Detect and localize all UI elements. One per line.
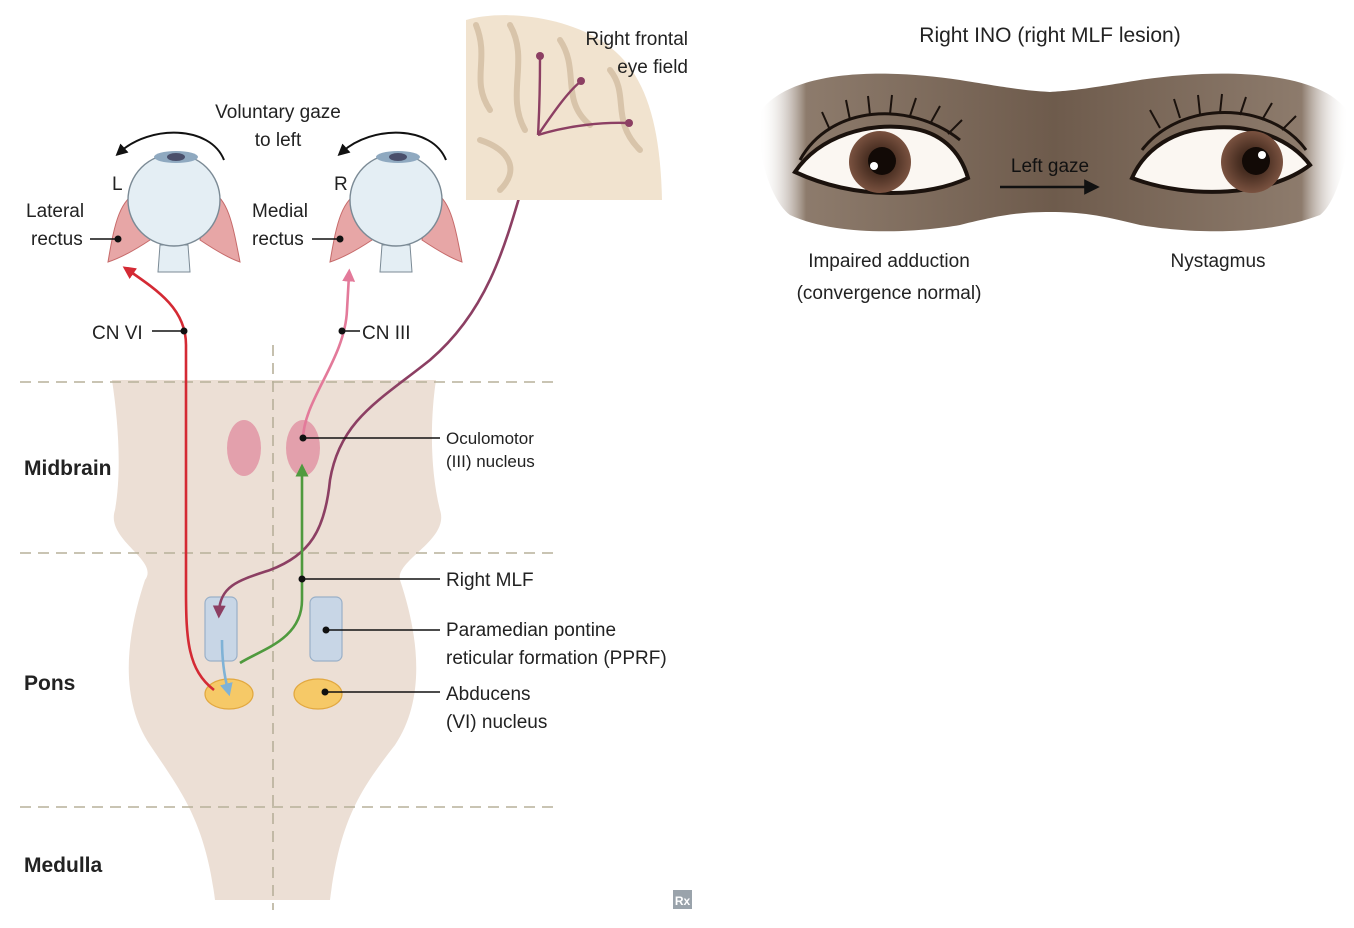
impaired-adduction-caption-line2: (convergence normal): [797, 283, 982, 304]
mlf-pathway: [239, 463, 309, 665]
right-abducens-nucleus: [293, 678, 343, 710]
ino-right-eye: [1129, 93, 1313, 194]
cn6-pathway: [122, 266, 215, 692]
cn3-label: CN III: [362, 323, 411, 344]
nystagmus-caption: Nystagmus: [1170, 251, 1265, 272]
cn3-pathway: [301, 268, 356, 441]
fef-node-3: [625, 119, 633, 127]
pprf-label-line2: reticular formation (PPRF): [446, 648, 667, 669]
gaze-title-line2: to left: [255, 130, 302, 151]
pprf-pathway: [220, 639, 233, 697]
abducens-label-line2: (VI) nucleus: [446, 712, 547, 733]
mlf-label: Right MLF: [446, 570, 534, 591]
lateral-rectus-dot: [114, 235, 122, 243]
medial-rectus-label-line2: rectus: [252, 229, 304, 250]
oculomotor-label-line1: Oculomotor: [446, 429, 534, 448]
fef-label-line2: eye field: [617, 57, 688, 78]
left-eye-rotation-arrow: [115, 131, 225, 161]
abducens-label-line1: Abducens: [446, 684, 531, 705]
rx-logo-text: Rx: [675, 894, 691, 908]
cn3-dot: [338, 327, 346, 335]
cn6-dot: [180, 327, 188, 335]
left-eye-illustration: [107, 151, 241, 273]
frontal-cortex-illustration: [466, 15, 662, 201]
medial-rectus-dot: [336, 235, 344, 243]
left-oculomotor-nucleus: [227, 420, 261, 476]
fef-branch-3: [537, 121, 629, 137]
left-abducens-nucleus: [204, 678, 254, 710]
fef-branch-2: [537, 81, 581, 136]
fef-node-2: [577, 77, 585, 85]
region-pons-label: Pons: [24, 672, 75, 695]
brainstem-silhouette: [112, 380, 442, 900]
cn6-label: CN VI: [92, 323, 143, 344]
fef-label-line1: Right frontal: [586, 29, 688, 50]
ino-left-eye: [792, 94, 971, 195]
oculomotor-label-line2: (III) nucleus: [446, 452, 535, 471]
eye-left-letter: L: [112, 174, 123, 195]
left-gaze-label: Left gaze: [1011, 156, 1089, 177]
right-eye-illustration: [329, 151, 463, 273]
right-eye-rotation-arrow: [337, 131, 447, 161]
right-oculomotor-nucleus: [286, 420, 320, 476]
impaired-adduction-caption-line1: Impaired adduction: [808, 251, 970, 272]
gaze-title-line1: Voluntary gaze: [215, 102, 341, 123]
medial-rectus-label-line1: Medial: [252, 201, 308, 222]
fef-branch-1: [536, 57, 542, 136]
ino-title: Right INO (right MLF lesion): [919, 24, 1180, 47]
pprf-label-line1: Paramedian pontine: [446, 620, 616, 641]
lateral-rectus-label-line2: rectus: [31, 229, 83, 250]
lateral-rectus-label-line1: Lateral: [26, 201, 84, 222]
region-medulla-label: Medulla: [24, 854, 102, 877]
rx-logo: Rx: [673, 890, 692, 909]
fef-node-1: [536, 52, 544, 60]
frontal-eye-field-pathway: [212, 134, 540, 619]
region-midbrain-label: Midbrain: [24, 457, 112, 480]
eye-right-letter: R: [334, 174, 348, 195]
